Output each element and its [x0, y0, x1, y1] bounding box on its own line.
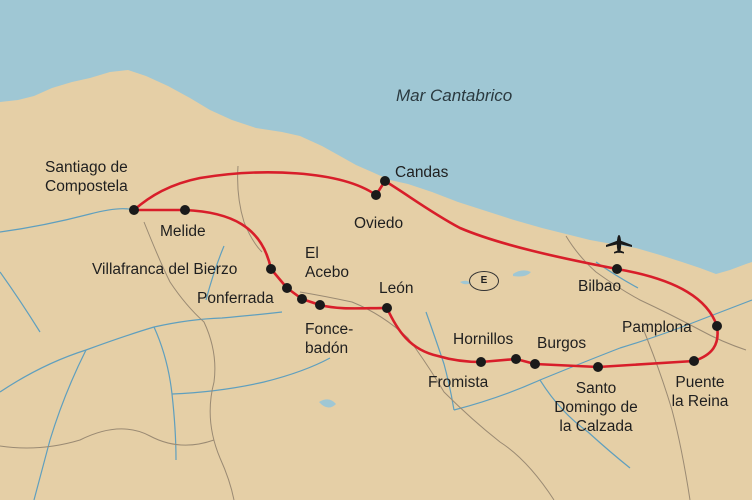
sea-label: Mar Cantabrico [396, 86, 513, 105]
stop-marker-hornillos [511, 354, 521, 364]
stop-marker-fromista [476, 357, 486, 367]
stop-marker-santiago [129, 205, 139, 215]
rivers [0, 208, 752, 500]
stop-marker-puente-la-reina [689, 356, 699, 366]
label-melide: Melide [160, 223, 206, 240]
label-fromista: Fromista [428, 374, 489, 391]
lake [460, 280, 471, 285]
stop-marker-burgos [530, 359, 540, 369]
stop-marker-pamplona [712, 321, 722, 331]
label-leon: León [379, 280, 414, 297]
label-pamplona: Pamplona [622, 319, 692, 336]
label-oviedo: Oviedo [354, 215, 404, 232]
stops [129, 176, 722, 372]
stop-marker-melide [180, 205, 190, 215]
lake [513, 270, 531, 277]
label-burgos: Burgos [537, 335, 587, 352]
region-borders [0, 165, 747, 500]
stop-marker-el-acebo [297, 294, 307, 304]
stop-marker-santo-domingo [593, 362, 603, 372]
label-ponferrada: Ponferrada [197, 290, 274, 307]
stop-marker-oviedo [371, 190, 381, 200]
label-foncebadon: Fonce-badón [305, 321, 354, 357]
label-hornillos: Hornillos [453, 331, 514, 348]
stop-marker-ponferrada [282, 283, 292, 293]
country-badge: E [469, 271, 499, 291]
stop-marker-foncebadon [315, 300, 325, 310]
lake [319, 399, 336, 408]
airplane-icon [606, 235, 632, 254]
stop-marker-villafranca [266, 264, 276, 274]
stop-marker-leon [382, 303, 392, 313]
label-villafranca: Villafranca del Bierzo [92, 261, 238, 278]
stop-marker-bilbao [612, 264, 622, 274]
land-area [0, 70, 752, 500]
label-bilbao: Bilbao [578, 278, 622, 295]
label-candas: Candas [395, 164, 449, 181]
route-line [132, 171, 719, 369]
stop-marker-candas [380, 176, 390, 186]
